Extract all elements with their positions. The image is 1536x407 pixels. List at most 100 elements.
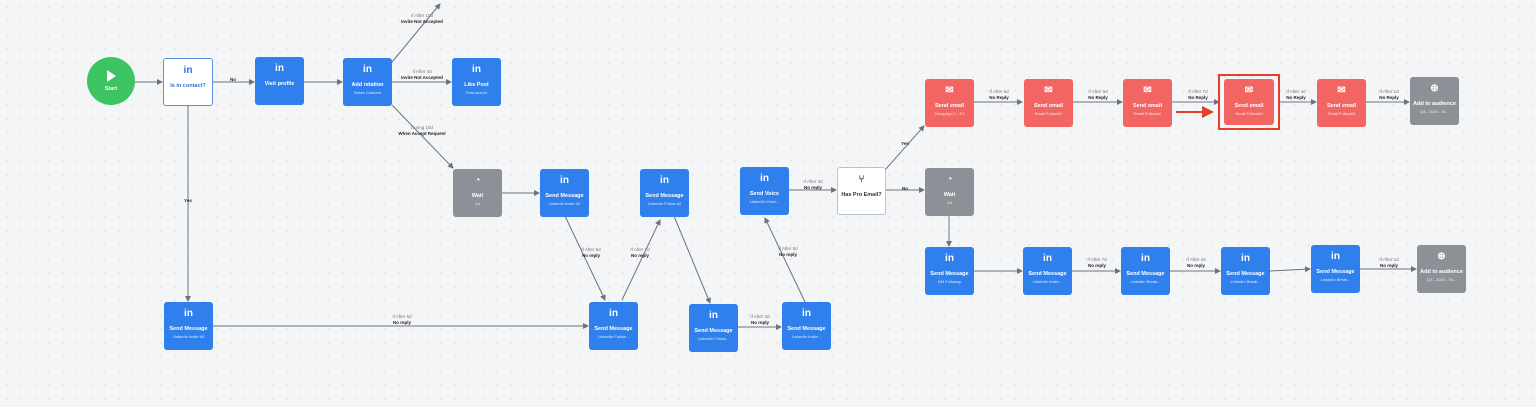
- node-title: Like Post: [464, 82, 489, 88]
- delay-text: If After 7d: [630, 247, 650, 252]
- delay-text: If After 5d: [1088, 89, 1108, 94]
- node-visit-profile[interactable]: in Visit profile: [255, 57, 304, 105]
- condition-has-pro-email[interactable]: ⑂ Has Pro Email?: [837, 167, 886, 215]
- mail-icon: ✉: [1244, 85, 1254, 96]
- delay-text: If After 5d: [989, 89, 1009, 94]
- node-send-email[interactable]: ✉ Send email Email Follow#2: [1123, 79, 1172, 127]
- node-subtitle: LinkedIn Invite #3: [172, 334, 205, 339]
- condition-text: No reply: [392, 320, 412, 325]
- condition-text: No reply: [1186, 263, 1206, 268]
- linkedin-icon: in: [1043, 253, 1052, 264]
- node-title: Add relation: [351, 82, 384, 88]
- node-send-message[interactable]: in Send Message LinkedIn Break...: [1311, 245, 1360, 293]
- condition-text: Invite Not Accepted: [401, 75, 443, 80]
- node-send-message[interactable]: in Send Message LinkedIn Break...: [1121, 247, 1170, 295]
- clock-icon: ◔: [946, 174, 953, 185]
- linkedin-icon: in: [1241, 253, 1250, 264]
- condition-text: No Reply: [1188, 95, 1208, 100]
- node-send-email[interactable]: ✉ Send email Email Follow#4: [1317, 79, 1366, 127]
- node-send-message[interactable]: in Send Message LinkedIn Follow...: [589, 302, 638, 350]
- node-title: Wait: [471, 193, 484, 199]
- node-title: Send Message: [930, 271, 969, 277]
- node-subtitle: LinkedIn Follow...: [598, 334, 629, 339]
- mail-icon: ✉: [1044, 85, 1053, 96]
- node-title: Send Message: [1028, 271, 1067, 277]
- node-send-voice[interactable]: in Send Voice LinkedIn Voice...: [740, 167, 789, 215]
- node-title: Send email: [1132, 103, 1163, 109]
- node-wait[interactable]: ◔ Wait 1d: [453, 169, 502, 217]
- highlight-frame: [1218, 74, 1280, 130]
- node-subtitle: LinkedIn Break...: [1320, 277, 1351, 282]
- node-title: Send Message: [169, 326, 208, 332]
- node-title: Send email: [1326, 103, 1357, 109]
- start-node[interactable]: Start: [87, 57, 135, 105]
- node-subtitle: Email Follow#1: [1034, 111, 1063, 116]
- edge: [391, 3, 441, 63]
- condition-text: No Reply: [1286, 95, 1306, 100]
- condition-text: No reply: [581, 253, 601, 258]
- node-wait[interactable]: ◔ Wait 1d: [925, 168, 974, 216]
- node-send-message[interactable]: in Send Message LinkedIn Invite #2: [540, 169, 589, 217]
- node-title: Send Message: [594, 326, 633, 332]
- node-send-message[interactable]: in Send Message LinkedIn Follow...: [689, 304, 738, 352]
- delay-text: If After 5d: [581, 247, 601, 252]
- node-send-message[interactable]: in Send Message LinkedIn Invite...: [1023, 247, 1072, 295]
- node-send-message[interactable]: in Send Message LinkedIn Invite...: [782, 302, 831, 350]
- condition-is-contact[interactable]: in Is in contact?: [163, 58, 213, 106]
- delay-text: If After 1d: [1379, 257, 1399, 262]
- edge: [1268, 266, 1311, 273]
- node-send-email[interactable]: ✉ Send email Campaign 1 - P1: [925, 79, 974, 127]
- condition-text: No Reply: [989, 95, 1009, 100]
- delay-text: If After 1d: [1379, 89, 1399, 94]
- linkedin-icon: in: [1141, 253, 1150, 264]
- node-subtitle: Q3 - 2024 - Ta...: [1427, 277, 1456, 282]
- node-title: Send Message: [1126, 271, 1165, 277]
- node-subtitle: Campaign 1 - P1: [934, 111, 965, 116]
- delay-text: During 15d: [410, 125, 433, 130]
- condition-text: Invite Not Accepted: [401, 19, 443, 24]
- node-title: Send email: [1234, 103, 1264, 109]
- node-subtitle: 1d: [475, 201, 480, 206]
- edge: [564, 215, 606, 301]
- node-subtitle: LinkedIn Invite...: [791, 334, 822, 339]
- node-subtitle: DM Followup: [937, 279, 962, 284]
- condition-text: No reply: [1379, 263, 1399, 268]
- linkedin-icon: in: [472, 64, 481, 75]
- node-title: Visit profile: [264, 81, 295, 87]
- node-like-post[interactable]: in Like Post Post search: [452, 58, 501, 106]
- node-add-to-audience[interactable]: ⊕ Add to audience Q3 - 2024 - Ta...: [1410, 77, 1459, 125]
- node-subtitle: Post search: [465, 90, 488, 95]
- condition-text: When Accept Request: [398, 131, 446, 136]
- edge-label-text: No: [230, 77, 236, 82]
- node-send-message[interactable]: in Send Message LinkedIn Break...: [1221, 247, 1270, 295]
- node-send-message[interactable]: in Send Message DM Followup: [925, 247, 974, 295]
- node-add-relation[interactable]: in Add relation Notes Connect: [343, 58, 392, 106]
- delay-text: If After 3d: [803, 179, 823, 184]
- edge: [673, 215, 711, 304]
- node-send-email[interactable]: ✉ Send email Email Follow#1: [1024, 79, 1073, 127]
- node-send-message[interactable]: in Send Message LinkedIn Follow #2: [640, 169, 689, 217]
- delay-text: If After 7d: [1087, 257, 1107, 262]
- node-add-to-audience[interactable]: ⊕ Add to audience Q3 - 2024 - Ta...: [1417, 245, 1466, 293]
- node-send-email-highlighted[interactable]: ✉ Send email Email Follow#3: [1224, 79, 1274, 125]
- edge-label-text: Yes: [901, 141, 909, 146]
- delay-text: If After 4d: [1186, 257, 1206, 262]
- node-send-message[interactable]: in Send Message LinkedIn Invite #3: [164, 302, 213, 350]
- node-subtitle: LinkedIn Break...: [1130, 279, 1161, 284]
- node-subtitle: 1d: [947, 200, 952, 205]
- audience-icon: ⊕: [1437, 251, 1446, 262]
- node-subtitle: LinkedIn Follow #2: [647, 201, 682, 206]
- linkedin-icon: in: [275, 63, 284, 74]
- linkedin-icon: in: [760, 173, 769, 184]
